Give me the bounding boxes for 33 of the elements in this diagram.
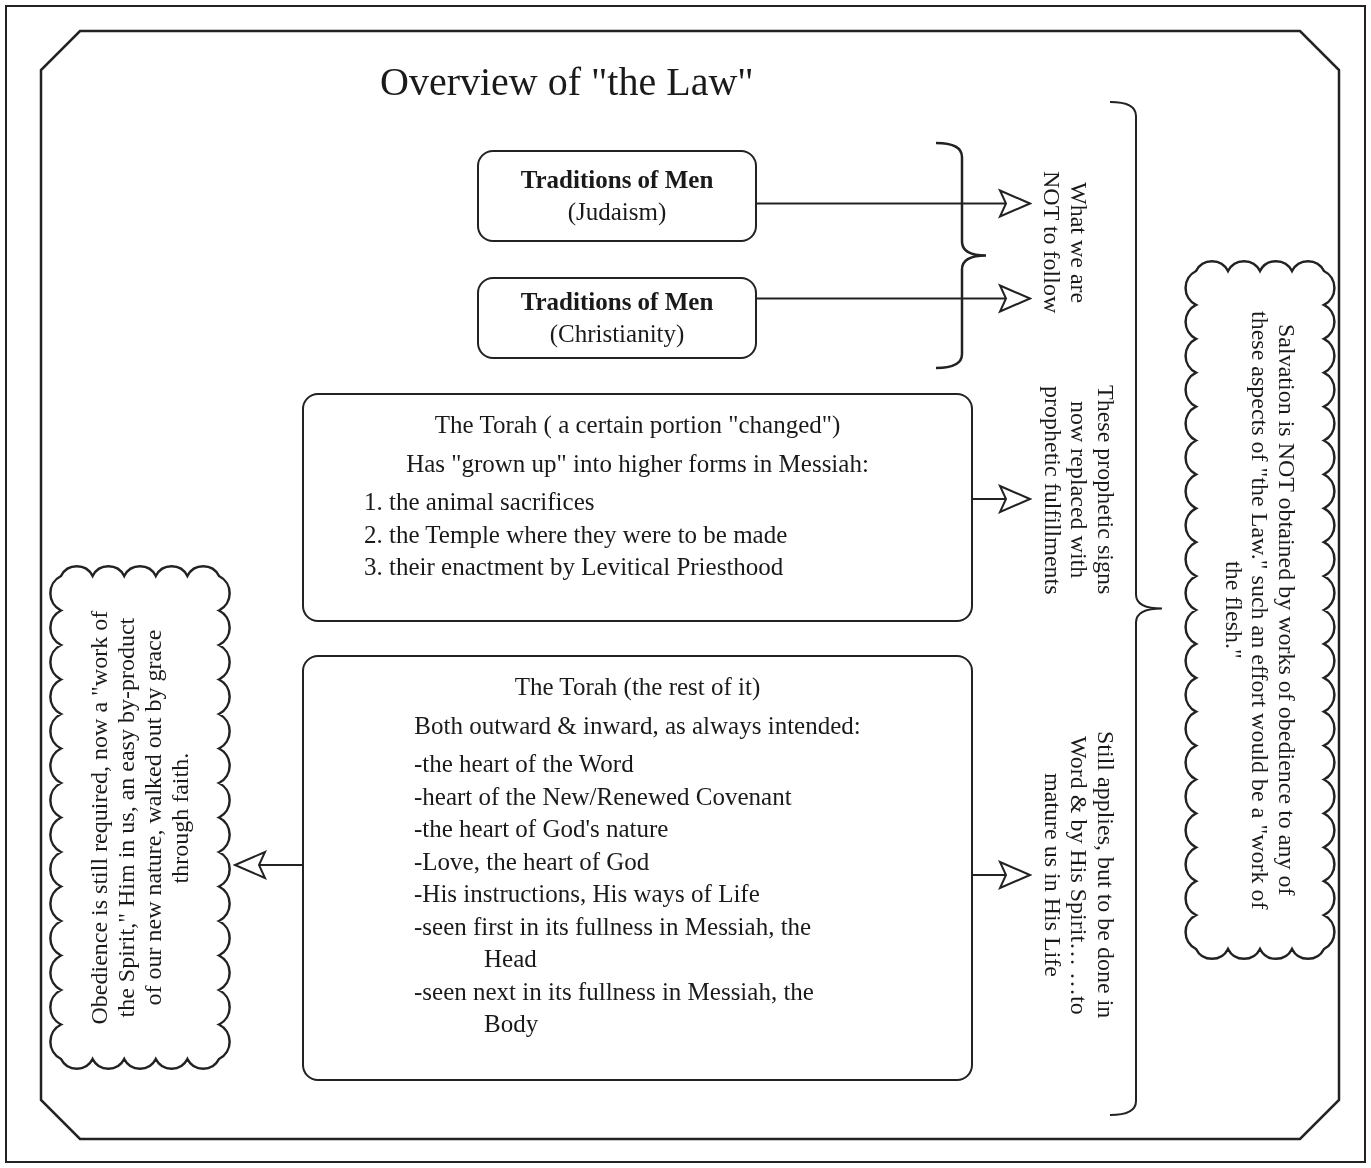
rotated-note: These prophetic signs now replaced with prophetic fulfillments — [1030, 375, 1128, 605]
rotated-note: Still applies, but to be done in Word & by His Spirit… …to mature us in His Life — [1030, 730, 1128, 1020]
rotated-note: What we are NOT to follow — [1030, 165, 1100, 320]
box-text: Has "grown up" into higher forms in Messiah: — [405, 448, 870, 479]
list-item: 2. the Temple where they were to be made — [364, 519, 789, 550]
box-heading: Traditions of Men — [519, 164, 715, 195]
list-item: -His instructions, His ways of Life — [414, 879, 761, 909]
hollow-arrow — [756, 189, 1031, 218]
frame-heading: Overview of "the Law" — [380, 58, 754, 105]
list-item: -Love, the heart of God — [414, 846, 651, 877]
list-item: 1. the animal sacrifices — [364, 487, 596, 517]
text-box — [477, 150, 757, 242]
list-item: -seen next in its fullness in Messiah, the Body — [414, 976, 815, 1039]
list-item: 3. their enactment by Levitical Priesthood — [364, 552, 785, 582]
text-box — [302, 393, 973, 622]
hollow-arrow — [234, 851, 303, 879]
box-heading: The Torah (the rest of it) — [513, 672, 762, 703]
list-item: -seen first in its fullness in Messiah, the Head — [414, 911, 813, 974]
box-heading: The Torah ( a certain portion "changed") — [433, 410, 842, 441]
box-text: (Christianity) — [548, 319, 686, 349]
cloud-text: Obedience is still required, now a "work of the Spirit," Him in us, an easy by-product of our new nature, walked out by grace through faith. — [86, 609, 194, 1027]
text-box — [477, 277, 757, 359]
box-text: Both outward & inward, as always intended: — [413, 710, 862, 741]
box-text: (Judaism) — [566, 197, 668, 227]
list-item: -the heart of the Word — [414, 749, 635, 779]
hollow-arrow — [972, 485, 1031, 513]
hollow-arrow — [972, 861, 1031, 889]
text-box — [302, 655, 973, 1081]
cloud-text: Salvation is NOT obtained by works of obedience to any of these aspects of "the Law." such an effort would be a "work of the flesh." — [1219, 309, 1301, 912]
box-heading: Traditions of Men — [519, 286, 715, 317]
list-item: -heart of the New/Renewed Covenant — [414, 781, 793, 812]
hollow-arrow — [756, 284, 1031, 313]
list-item: -the heart of God's nature — [414, 814, 670, 844]
